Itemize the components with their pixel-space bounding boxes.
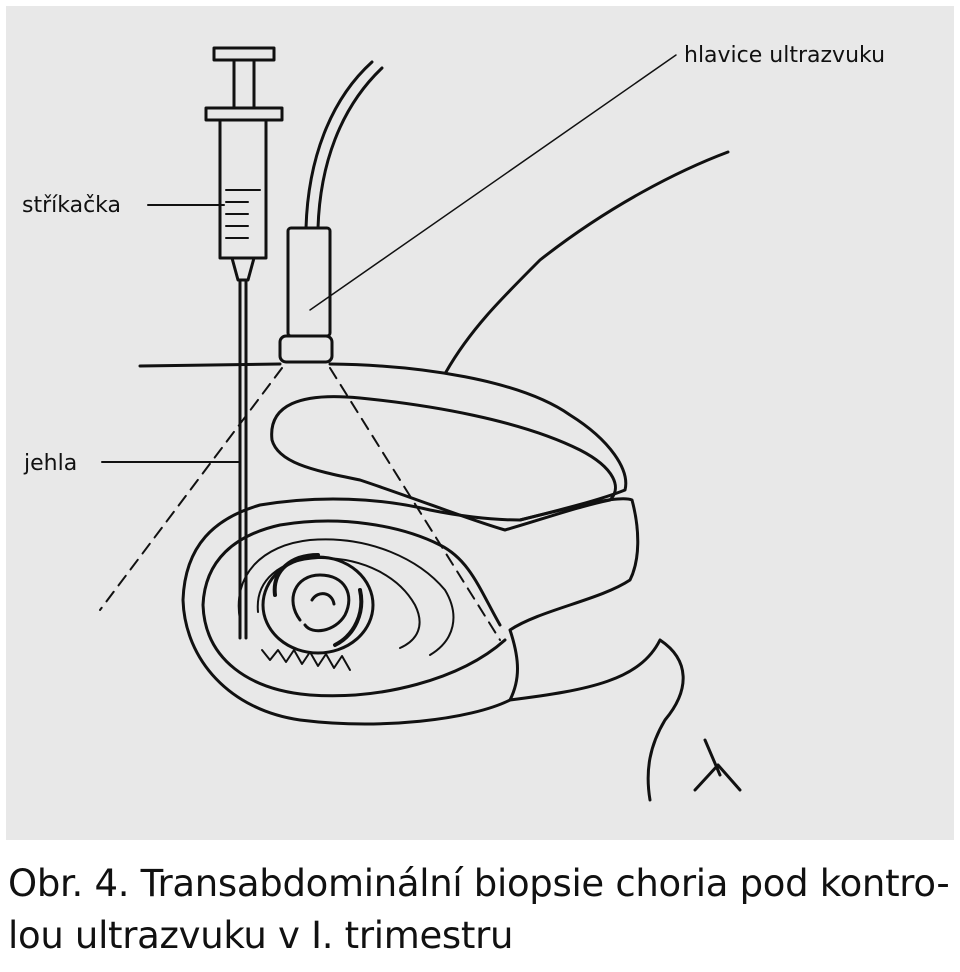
embryo xyxy=(291,573,351,633)
diagram-illustration: hlavice ultrazvuku stříkačka jehla xyxy=(22,43,885,802)
syringe-scale xyxy=(225,189,261,239)
plunger-cap xyxy=(212,46,276,62)
caption-line-2: lou ultrazvuku v I. trimestru xyxy=(8,914,514,957)
pubic-contour xyxy=(693,738,742,792)
syringe-barrel xyxy=(218,118,268,260)
needle xyxy=(238,278,248,640)
figure-caption: Obr. 4. Transabdominální biopsie choria … xyxy=(8,858,952,962)
probe-head xyxy=(278,334,334,364)
ultrasound-beam-left xyxy=(99,367,283,611)
label-ultrasound-head: hlavice ultrazvuku xyxy=(684,43,885,68)
abdomen-wall xyxy=(328,362,628,522)
probe-cable xyxy=(304,60,384,230)
sac-shading xyxy=(272,553,364,647)
decidua-layer-1 xyxy=(237,538,455,656)
uterus-outer xyxy=(181,497,640,726)
skin-line xyxy=(138,362,282,368)
caption-line-1: Obr. 4. Transabdominální biopsie choria … xyxy=(8,862,950,905)
chorion-frondosum xyxy=(261,649,351,671)
syringe-flange xyxy=(204,106,284,122)
figure-panel xyxy=(6,6,954,840)
probe-body xyxy=(286,226,332,338)
decidua-layer-2 xyxy=(256,556,421,649)
ultrasound-beam-right xyxy=(329,367,501,641)
body-contour-upper xyxy=(444,150,730,374)
body-contour-lower xyxy=(508,638,685,802)
label-syringe: stříkačka xyxy=(22,193,121,218)
syringe-tip xyxy=(230,256,256,282)
label-needle: jehla xyxy=(23,451,77,476)
leader-ultrasound-head xyxy=(309,54,677,311)
uterus-inner xyxy=(201,519,507,698)
plunger-rod xyxy=(232,58,256,110)
